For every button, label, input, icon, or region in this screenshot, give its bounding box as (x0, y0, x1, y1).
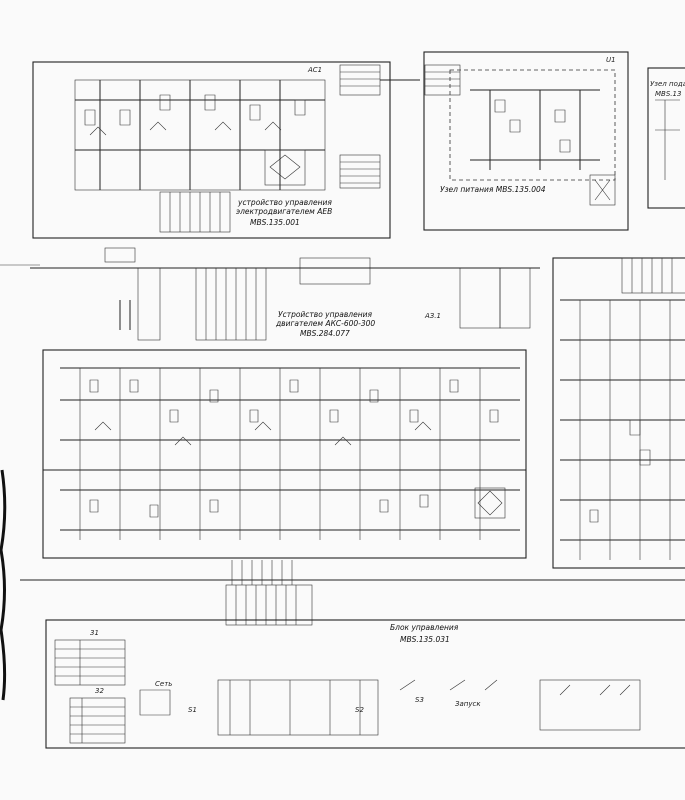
switch-s2: S2 (355, 706, 364, 714)
a1-block-title: устройство управления (237, 198, 332, 207)
tag-32: 32 (95, 687, 104, 695)
a3-block-label: АЗ.1 (424, 312, 441, 320)
block-control: Блок управления МВS.135.031 31 32 Сеть З… (45, 619, 685, 749)
start-button-label: Запуск (455, 700, 481, 708)
a3-block-code: МВS.284.077 (300, 329, 350, 338)
connector-strip-lower (20, 560, 685, 626)
switch-s1: S1 (188, 706, 197, 714)
block-right-middle (552, 257, 685, 569)
a1-block-code: МВS.135.001 (250, 218, 300, 227)
a1-block-title-2: электродвигателем АЕВ (236, 207, 332, 216)
a1-block-label: АС1 (307, 66, 322, 74)
block-right-partial: Узел пода МВS.13 (647, 67, 685, 209)
u1-block-title: Узел питания МВS.135.004 (440, 185, 546, 194)
u1-block-label: U1 (606, 56, 616, 64)
block-u1: U1 Узел питания МВS.135.004 (423, 51, 629, 231)
right-block-title: Узел пода (650, 80, 685, 88)
a3-block-title-2: двигателем АКС-600-300 (275, 319, 375, 328)
connector-strip-middle (30, 247, 540, 341)
control-block-title: Блок управления (390, 623, 459, 632)
mains-switch-label: Сеть (155, 680, 172, 688)
right-block-code: МВS.13 (655, 90, 681, 98)
scan-edge (0, 264, 40, 701)
a3-block-title: Устройство управления (278, 310, 372, 319)
switch-s3: S3 (415, 696, 424, 704)
tag-31: 31 (90, 629, 99, 637)
control-block-code: МВS.135.031 (400, 635, 450, 644)
block-a3: АЗ.1 Устройство управления двигателем АК… (42, 310, 527, 559)
block-a1: АС1 устройство управления электродвигате… (32, 61, 420, 239)
